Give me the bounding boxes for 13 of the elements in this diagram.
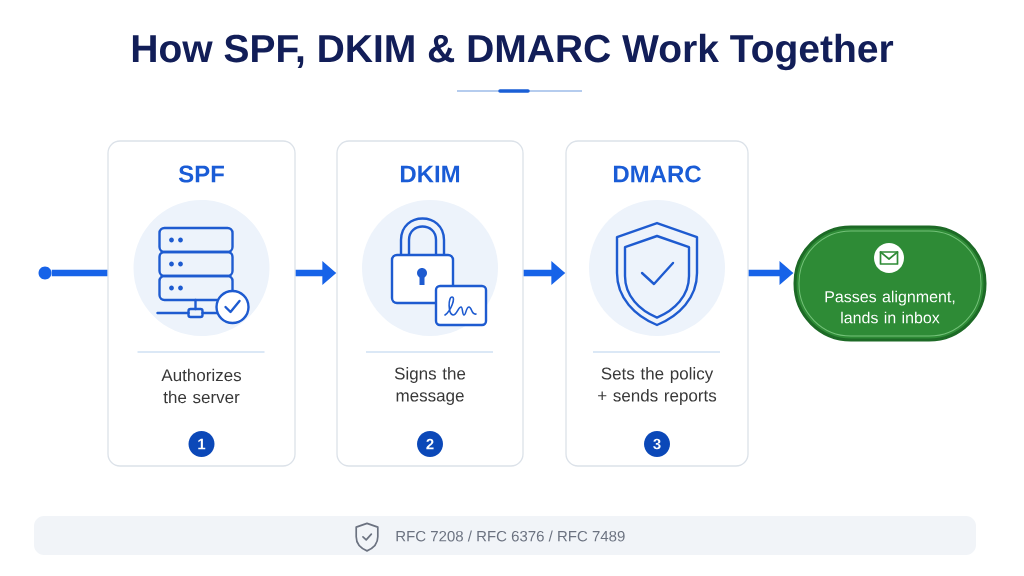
result-text: Passes alignment, lands in inbox xyxy=(825,290,955,324)
number-badge: 3 xyxy=(644,431,670,457)
card-heading: SPF xyxy=(178,165,224,183)
card-description: Signs the message xyxy=(394,367,466,405)
card-heading: DMARC xyxy=(613,165,701,183)
title: How SPF, DKIM & DMARC Work Together xyxy=(132,33,894,71)
card-description: Sets the policy + sends reports xyxy=(598,367,717,405)
connector-line xyxy=(51,269,108,277)
card-description: Authorizes the server xyxy=(161,368,242,404)
reference-text: RFC 7208 / RFC 6376 / RFC 7489 xyxy=(396,530,625,542)
number-badge: 1 xyxy=(188,431,215,457)
number-badge: 2 xyxy=(417,431,443,457)
card-heading: DKIM xyxy=(400,165,460,183)
